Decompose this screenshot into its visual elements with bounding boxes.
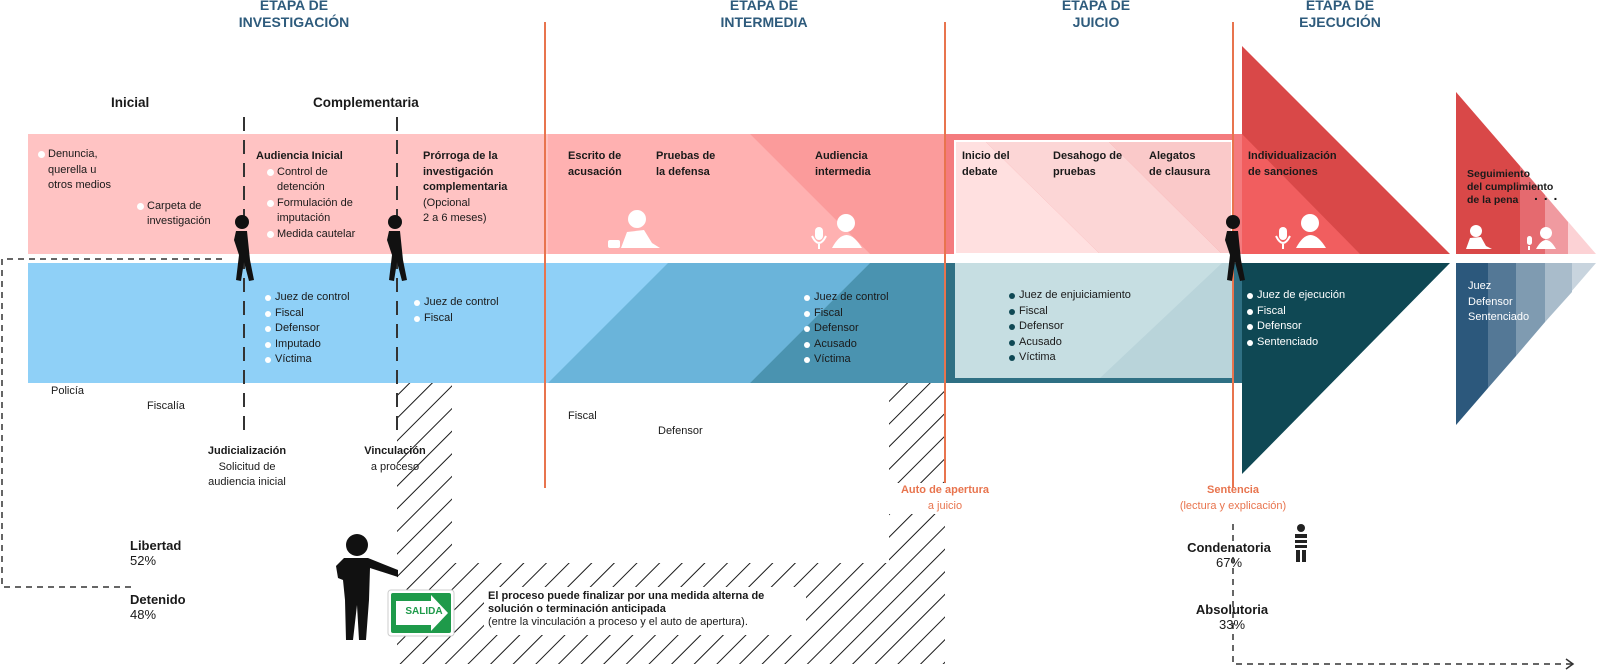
libertad-outcome: Libertad 52% <box>130 538 182 568</box>
audiencia-inicial-block: Audiencia Inicial Control de detención F… <box>256 149 376 242</box>
person-standing-icon <box>234 215 254 281</box>
policia-label: Policía <box>41 384 1600 400</box>
exit-sign-label: SALIDA <box>405 606 443 617</box>
pointing-man-icon <box>336 534 398 640</box>
fiscal-label: Fiscal <box>558 409 1600 425</box>
juicio-pink-2 <box>985 141 1222 254</box>
detenido-outcome: Detenido 48% <box>130 592 186 622</box>
sub-stage-inicial: Inicial <box>111 95 150 110</box>
writing-person-icon <box>608 210 660 248</box>
absolutoria-outcome: Absolutoria 33% <box>1195 602 1269 632</box>
prorroga-block: Prórroga de la investigación complementa… <box>423 150 508 224</box>
sub-stage-complementaria: Complementaria <box>313 95 419 110</box>
prisoner-icon <box>1295 524 1307 562</box>
end-teal-4 <box>1545 263 1572 322</box>
user-icon <box>1536 227 1556 249</box>
sentence-path-arrow <box>1565 658 1575 670</box>
ejecucion-red-shade <box>1242 134 1360 254</box>
ejecucion-actors: Juez de ejecución Fiscal Defensor Senten… <box>1247 288 1345 350</box>
sentencia-milestone: Sentencia (lectura y explicación) <box>1179 484 1287 512</box>
audiencia-inicial-title: Audiencia Inicial <box>256 150 343 162</box>
ellipsis-label: . . . <box>1534 187 1559 203</box>
ejecucion-teal-arrow <box>1242 263 1450 474</box>
end-teal-2 <box>1488 263 1516 388</box>
end-red-1 <box>1456 92 1520 254</box>
microphone-icon <box>1275 227 1291 249</box>
exit-sign-icon <box>387 589 455 637</box>
sentence-path <box>1232 524 1573 665</box>
juicio-pink-1 <box>955 141 1100 254</box>
microphone-icon <box>811 227 827 249</box>
person-standing-icon <box>387 215 407 281</box>
audiencia-inicial-items: Control de detención Formulación de impu… <box>256 165 376 243</box>
juicio-actors: Juez de enjuiciamiento Fiscal Defensor A… <box>1009 288 1131 366</box>
juicio-blue-2 <box>1100 263 1232 378</box>
intermedia-blue-2 <box>750 263 955 383</box>
intermedia-pink-shade-2 <box>750 134 955 254</box>
end-red-2 <box>1520 166 1545 254</box>
fiscalia-label: Fiscalía <box>137 399 1600 415</box>
condenatoria-outcome: Condenatoria 67% <box>1187 540 1271 570</box>
ejecucion-end-actors: Juez Defensor Sentenciado <box>1468 280 1530 323</box>
complementaria-actors: Juez de control Fiscal <box>414 295 499 326</box>
defensor-label: Defensor <box>648 424 1600 440</box>
person-standing-icon <box>1225 215 1245 281</box>
intermedia-actors: Juez de control Fiscal Defensor Acusado … <box>804 290 889 368</box>
intermedia-pink-shade <box>548 134 870 254</box>
writing-person-icon <box>1466 225 1492 249</box>
vinculacion-milestone: Vinculación a proceso <box>364 445 426 473</box>
end-teal-1 <box>1456 263 1488 425</box>
user-icon <box>832 214 862 248</box>
end-red-3 <box>1545 195 1568 254</box>
audiencia-inicial-actors: Juez de control Fiscal Defensor Imputado… <box>265 290 350 368</box>
end-teal-3 <box>1516 263 1545 356</box>
exit-text: El proceso puede finalizar por una medid… <box>488 590 765 628</box>
microphone-icon <box>1527 236 1532 250</box>
juicio-pink-3 <box>1108 141 1232 254</box>
auto-apertura-milestone: Auto de apertura a juicio <box>880 483 1010 514</box>
detention-path <box>1 258 222 588</box>
intermedia-blue-1 <box>548 263 870 383</box>
user-icon <box>1296 214 1326 248</box>
exit-text-box <box>484 587 806 635</box>
